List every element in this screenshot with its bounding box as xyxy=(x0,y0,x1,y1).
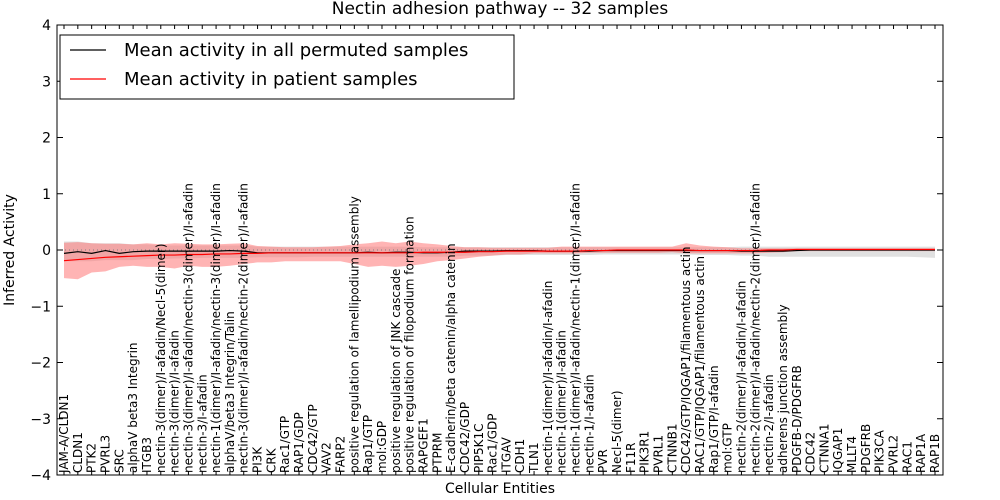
x-tick-label: Rap1/GTP xyxy=(361,415,375,473)
y-tick-label: −4 xyxy=(30,468,51,484)
x-tick-label: RAPGEF1 xyxy=(416,418,430,473)
x-tick-label: nectin-3(dimer)/I-afadin xyxy=(168,330,182,473)
x-tick-label: PIK3R1 xyxy=(638,431,652,473)
x-tick-label: PIK3CA xyxy=(873,429,887,473)
x-tick-label: nectin-1/I-afadin xyxy=(582,374,596,473)
x-tick-label: CDC42/GDP xyxy=(458,402,472,473)
x-tick-label: nectin-1(dimer)/I-afadin xyxy=(555,330,569,473)
x-tick-label: RAP1/GDP xyxy=(292,412,306,473)
x-tick-label: FARP2 xyxy=(334,436,348,473)
x-tick-label: E-cadherin/beta catenin/alpha catenin xyxy=(444,243,458,473)
y-tick-label: −2 xyxy=(30,356,51,372)
x-tick-label: JAM-A/CLDN1 xyxy=(57,394,71,474)
x-tick-label: RAP1B xyxy=(928,434,942,473)
x-tick-label: VAV2 xyxy=(320,442,334,473)
x-tick-label: PTPRM xyxy=(430,433,444,474)
legend-box xyxy=(59,34,515,100)
x-tick-label: nectin-2/I-afadin xyxy=(762,374,776,473)
y-tick-label: 1 xyxy=(42,187,51,203)
y-tick-label: 2 xyxy=(42,131,51,147)
chart-title: Nectin adhesion pathway -- 32 samples xyxy=(332,0,669,19)
x-tick-label: ITGAV xyxy=(499,436,513,473)
x-tick-label: nectin-1(dimer)/I-afadin/nectin-3(dimer)… xyxy=(209,183,223,473)
x-tick-label: nectin-3(dimer)/I-afadin/nectin-2(dimer)… xyxy=(237,183,251,473)
x-tick-label: IQGAP1 xyxy=(831,428,845,473)
x-tick-label: CTNNB1 xyxy=(665,423,679,473)
x-tick-label: CDC42/GTP xyxy=(306,404,320,473)
y-tick-label: 0 xyxy=(42,243,51,259)
x-tick-label: CTNNA1 xyxy=(817,423,831,473)
y-tick-label: 4 xyxy=(42,18,51,34)
x-tick-label: positive regulation of lamellipodium ass… xyxy=(347,196,361,473)
y-axis-label: Inferred Activity xyxy=(2,194,18,306)
x-tick-label: alphaV beta3 Integrin xyxy=(126,342,140,473)
x-tick-label: nectin-3(dimer)/I-afadin/Necl-5(dimer) xyxy=(154,243,168,473)
x-tick-label: Necl-5(dimer) xyxy=(610,390,624,473)
y-tick-label: −3 xyxy=(30,412,51,428)
x-tick-label: ITGB3 xyxy=(140,437,154,473)
x-tick-label: alphaV/beta3 Integrin/Talin xyxy=(223,311,237,473)
x-tick-label: F11R xyxy=(624,442,638,473)
y-tick-label: 3 xyxy=(42,74,51,90)
x-tick-label: Rac1/GTP xyxy=(278,416,292,473)
x-tick-label: RAP1A xyxy=(914,433,928,473)
x-tick-label: PDGFB-D/PDGFRB xyxy=(790,365,804,473)
x-tick-label: CRK xyxy=(264,447,278,473)
series-line-patient xyxy=(63,248,935,262)
x-tick-label: positive regulation of JNK cascade xyxy=(389,269,403,473)
legend-label-permuted: Mean activity in all permuted samples xyxy=(124,40,468,61)
x-tick-label: CDH1 xyxy=(513,439,527,473)
x-tick-label: PI3K xyxy=(251,446,265,473)
x-tick-label: PVRL2 xyxy=(887,435,901,473)
x-tick-label: nectin-3(dimer)/I-afadin/nectin-3(dimer)… xyxy=(181,183,195,473)
y-tick-label: −1 xyxy=(30,299,51,315)
x-tick-label: adherens junction assembly xyxy=(776,304,790,473)
x-tick-label: CLDN1 xyxy=(71,432,85,473)
x-tick-label: nectin-1(dimer)/I-afadin/I-afadin xyxy=(541,281,555,473)
x-tick-label: RAC1/GTP/IQGAP1/filamentous actin xyxy=(693,256,707,473)
x-tick-label: RAC1 xyxy=(900,441,914,473)
x-tick-label: PVRL1 xyxy=(651,435,665,473)
x-tick-label: positive regulation of filopodium format… xyxy=(403,216,417,473)
x-tick-label: MLLT4 xyxy=(845,436,859,473)
legend: Mean activity in all permuted samples Me… xyxy=(59,34,515,100)
x-axis-label: Cellular Entities xyxy=(445,481,555,497)
x-tick-label: PTK2 xyxy=(85,443,99,473)
x-tick-label: PVR xyxy=(596,449,610,473)
x-tick-label: nectin-2(dimer)/I-afadin/I-afadin xyxy=(734,281,748,473)
legend-label-patient: Mean activity in patient samples xyxy=(124,69,418,90)
x-tick-label: nectin-1(dimer)/I-afadin/nectin-1(dimer)… xyxy=(569,183,583,473)
x-tick-label: nectin-3/I-afadin xyxy=(195,374,209,473)
x-tick-label: PIP5K1C xyxy=(472,423,486,473)
x-tick-label: CDC42/GTP/IQGAP1/filamentous actin xyxy=(679,247,693,473)
x-tick-label: SRC xyxy=(112,449,126,473)
x-tick-label: CDC42 xyxy=(804,432,818,473)
x-tick-label: Rap1/GTP/I-afadin xyxy=(707,365,721,473)
x-tick-label: mol:GDP xyxy=(375,421,389,473)
x-tick-label: TLN1 xyxy=(527,442,541,474)
x-tick-label: PDGFRB xyxy=(859,424,873,473)
x-tick-label: PVRL3 xyxy=(98,435,112,473)
x-tick-label: Rac1/GDP xyxy=(486,414,500,473)
x-tick-label: mol:GTP xyxy=(721,423,735,473)
x-tick-label: nectin-2(dimer)/I-afadin/nectin-2(dimer)… xyxy=(748,183,762,473)
